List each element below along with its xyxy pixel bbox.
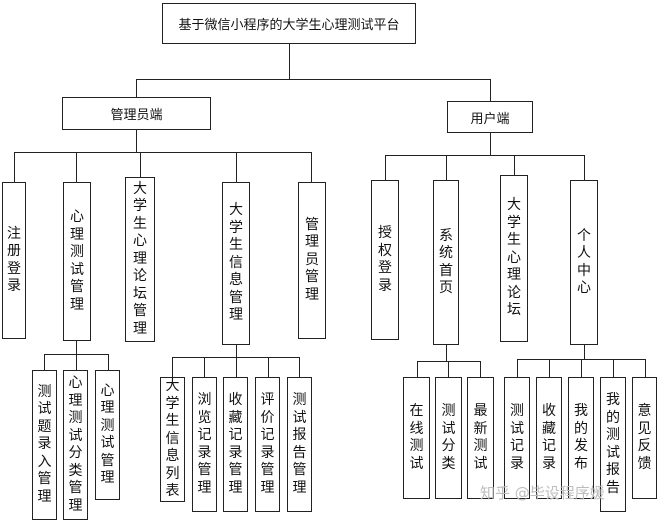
- connector: [514, 155, 516, 175]
- module-forum-mgmt: 大学生心理论坛管理: [125, 177, 155, 342]
- connector: [613, 359, 615, 377]
- user-branch-label: 用户端: [470, 111, 510, 127]
- module-forum: 大学生心理论坛: [500, 175, 528, 342]
- module-label: 心理测试管理: [70, 209, 84, 313]
- connector: [140, 152, 142, 177]
- node-label: 测试题录入管理: [37, 383, 52, 505]
- module-student-info-mgmt: 大学生信息管理: [222, 182, 250, 345]
- node-label: 测试报告管理: [292, 392, 307, 496]
- connector: [385, 155, 585, 157]
- connector: [385, 155, 387, 180]
- connector: [136, 79, 491, 81]
- module-label: 个人中心: [577, 227, 591, 297]
- connector: [311, 152, 313, 182]
- node-test-category: 测试分类: [435, 377, 462, 499]
- node-favorite-record: 收藏记录: [536, 377, 562, 499]
- module-label: 系统首页: [439, 227, 453, 297]
- admin-branch-label: 管理员端: [110, 108, 163, 123]
- connector: [299, 357, 301, 377]
- node-test-report-mgmt: 测试报告管理: [287, 377, 312, 512]
- node-label: 意见反馈: [637, 403, 652, 472]
- watermark: 知乎 @毕设程序媛: [480, 484, 605, 502]
- module-label: 注册登录: [7, 225, 21, 295]
- module-label: 授权登录: [378, 225, 392, 294]
- module-label: 管理员管理: [305, 216, 319, 303]
- connector: [581, 359, 583, 377]
- connector: [172, 357, 174, 377]
- connector: [446, 155, 448, 180]
- connector: [76, 354, 78, 370]
- root-label: 基于微信小程序的大学生心理测试平台: [178, 18, 400, 33]
- connector: [14, 152, 16, 182]
- connector: [136, 130, 138, 152]
- user-branch-node: 用户端: [447, 101, 533, 133]
- connector: [14, 152, 312, 154]
- node-label: 收藏记录: [542, 403, 556, 472]
- node-label: 测试记录: [510, 403, 524, 472]
- module-home: 系统首页: [433, 180, 459, 345]
- node-feedback: 意见反馈: [632, 377, 657, 499]
- module-personal-center: 个人中心: [570, 180, 598, 345]
- connector: [76, 341, 78, 354]
- node-test-category-mgmt: 心理测试分类管理: [63, 370, 88, 520]
- node-browse-record-mgmt: 浏览记录管理: [192, 377, 217, 512]
- node-favorite-record-mgmt: 收藏记录管理: [223, 377, 248, 512]
- node-label: 收藏记录管理: [228, 392, 243, 496]
- node-review-record-mgmt: 评价记录管理: [255, 377, 280, 512]
- connector: [108, 354, 110, 370]
- node-psych-test-mgmt: 心理测试管理: [95, 370, 120, 500]
- connector: [517, 359, 519, 377]
- module-psych-test-mgmt: 心理测试管理: [63, 182, 91, 341]
- module-label: 大学生心理论坛管理: [133, 180, 147, 337]
- module-register-login: 注册登录: [2, 182, 26, 339]
- node-label: 浏览记录管理: [197, 392, 212, 496]
- node-label: 我的测试报告: [606, 392, 620, 496]
- node-label: 心理测试分类管理: [68, 375, 83, 514]
- module-label: 大学生心理论坛: [507, 197, 521, 319]
- node-my-test-report: 我的测试报告: [600, 377, 626, 512]
- admin-branch-node: 管理员端: [62, 97, 211, 130]
- module-admin-mgmt: 管理员管理: [298, 182, 326, 339]
- node-label: 心理测试管理: [100, 382, 115, 487]
- connector: [236, 345, 238, 357]
- node-label: 大学生信息列表: [165, 378, 180, 500]
- connector: [645, 359, 647, 377]
- connector: [480, 361, 482, 377]
- connector: [289, 44, 291, 79]
- node-label: 测试分类: [441, 403, 456, 472]
- connector: [236, 357, 238, 377]
- connector: [446, 345, 448, 361]
- connector: [549, 359, 551, 377]
- root-node: 基于微信小程序的大学生心理测试平台: [162, 3, 416, 44]
- node-test-record: 测试记录: [504, 377, 530, 499]
- module-auth-login: 授权登录: [371, 180, 399, 340]
- node-student-info-list: 大学生信息列表: [160, 377, 185, 502]
- node-label: 在线测试: [409, 403, 424, 472]
- node-label: 最新测试: [473, 403, 488, 472]
- node-my-posts: 我的发布: [568, 377, 594, 499]
- connector: [44, 354, 46, 370]
- module-label: 大学生信息管理: [229, 202, 243, 324]
- node-online-test: 在线测试: [403, 377, 430, 499]
- connector: [448, 361, 450, 377]
- node-test-entry-mgmt: 测试题录入管理: [32, 370, 57, 520]
- node-label: 评价记录管理: [260, 392, 275, 496]
- connector: [584, 345, 586, 359]
- connector: [417, 361, 419, 377]
- node-label: 我的发布: [574, 403, 588, 472]
- node-latest-test: 最新测试: [467, 377, 494, 499]
- connector: [584, 155, 586, 180]
- connector: [204, 357, 206, 377]
- connector: [490, 79, 492, 101]
- connector: [490, 133, 492, 155]
- connector: [236, 152, 238, 182]
- connector: [76, 152, 78, 182]
- connector: [136, 79, 138, 98]
- connector: [268, 357, 270, 377]
